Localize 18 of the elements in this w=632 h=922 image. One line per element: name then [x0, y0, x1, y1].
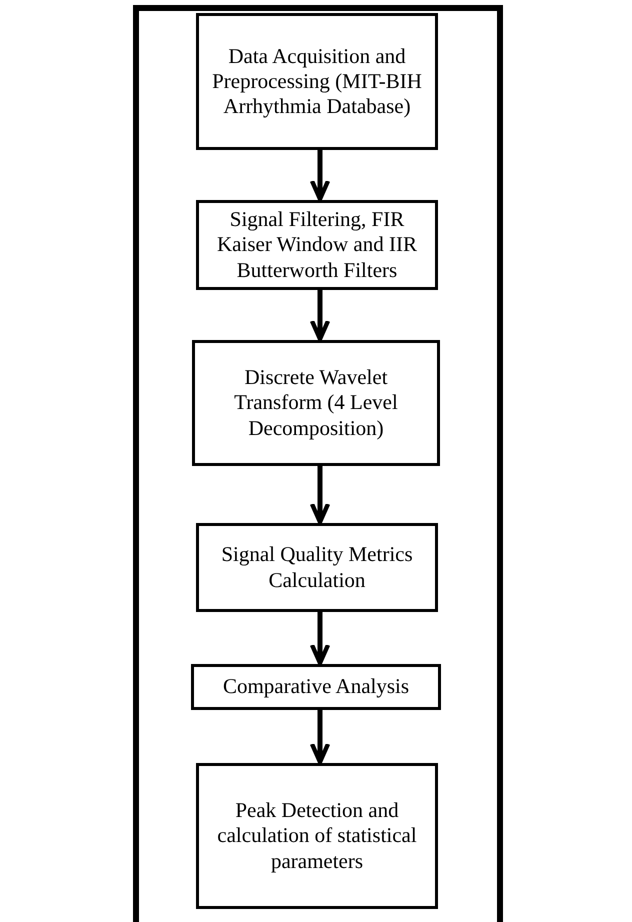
process-box: [196, 763, 438, 909]
process-box: [192, 340, 440, 466]
frame-box: [133, 5, 503, 922]
step-label: Signal Quality Metrics Calculation: [220, 542, 414, 593]
process-box: [191, 664, 441, 710]
step-label: Signal Filtering, FIR Kaiser Window and IIR Butterworth Filters: [216, 207, 418, 283]
step-label: Discrete Wavelet Transform (4 Level Decomposition): [233, 365, 399, 441]
step-label: Peak Detection and calculation of statistical parameters: [216, 798, 418, 874]
arrow: [310, 612, 330, 666]
arrow: [310, 466, 330, 524]
step-label: Data Acquisition and Preprocessing (MIT-BIH Arrhythmia Database): [211, 44, 423, 120]
arrow: [310, 290, 330, 342]
process-box: [196, 200, 438, 290]
arrow: [310, 710, 330, 764]
process-box: [196, 13, 438, 150]
arrow: [310, 150, 330, 202]
step-label: Comparative Analysis: [222, 674, 410, 700]
process-box: [196, 523, 438, 612]
